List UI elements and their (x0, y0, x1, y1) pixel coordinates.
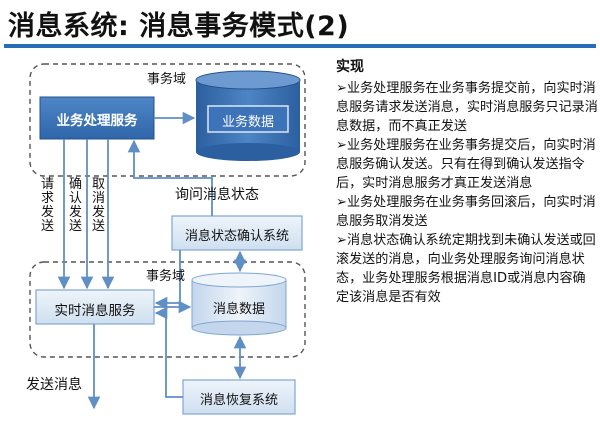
business-service-label: 业务处理服务 (56, 113, 138, 129)
business-data-cylinder (195, 70, 301, 161)
recovery-system-box (182, 379, 296, 415)
send-message-label: 发送消息 (26, 377, 82, 393)
status-confirm-system-box (171, 215, 303, 251)
bullet-arrow-icon: ➢ (336, 233, 347, 248)
business-data-label: 业务数据 (221, 115, 274, 130)
panel-heading: 实现 (336, 59, 364, 75)
bullet-arrow-icon: ➢ (336, 81, 347, 96)
business-service-box (39, 96, 155, 140)
recovery-system-label: 消息恢复系统 (199, 393, 278, 408)
bullet-item: ➢消息状态确认系统定期找到未确认发送或回滚发送的消息，向业务处理服务询问消息状态… (336, 233, 596, 305)
cancel-send-label: 取消发送 (92, 177, 106, 234)
realtime-service-label: 实时消息服务 (54, 303, 136, 319)
realtime-service-box (35, 289, 155, 325)
message-data-label: 消息数据 (212, 302, 265, 317)
arrow-query-status (127, 139, 213, 216)
bullet-arrow-icon: ➢ (336, 138, 347, 153)
bullet-item: ➢业务处理服务在业务事务提交后，向实时消息服务确认发送。只有在得到确认发送指令后… (336, 138, 596, 191)
bullet-arrow-icon: ➢ (336, 195, 347, 210)
transaction-domain-bottom (29, 261, 306, 358)
bullet-item: ➢业务处理服务在业务事务提交前，向实时消息服务请求发送消息，实时消息服务只记录消… (336, 81, 598, 134)
query-status-label: 询问消息状态 (175, 187, 259, 203)
title-underline (4, 44, 596, 48)
domain-label-bottom: 事务域 (146, 269, 186, 284)
transaction-domain-top (29, 63, 306, 177)
page-title: 消息系统: 消息事务模式(2) (8, 11, 350, 42)
bullet-item: ➢业务处理服务在业务事务回滚后，向实时消息服务取消发送 (336, 195, 596, 229)
domain-label-top: 事务域 (147, 72, 187, 87)
confirm-send-label: 确认发送 (69, 177, 83, 234)
request-send-label: 请求发送 (41, 177, 55, 234)
arrow-recovery-to-realtime (154, 306, 183, 398)
message-data-cylinder (191, 272, 287, 336)
implementation-panel: 实现 ➢业务处理服务在业务事务提交前，向实时消息服务请求发送消息，实时消息服务只… (336, 58, 598, 307)
status-confirm-system-label: 消息状态确认系统 (184, 229, 289, 244)
